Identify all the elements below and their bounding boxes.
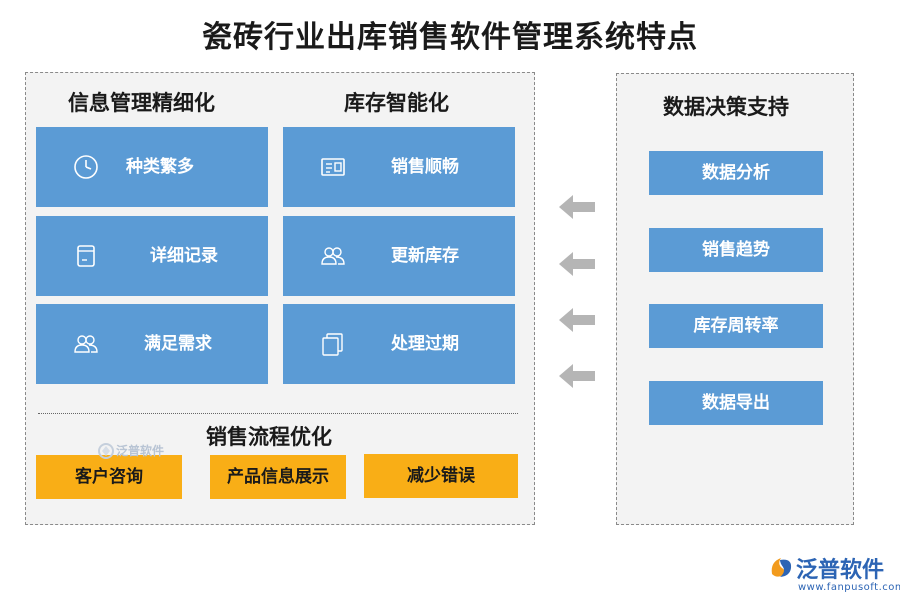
decision-inventory-turnover: 库存周转率 [649,304,823,348]
fanpu-logo-icon [98,442,114,459]
decision-data-export: 数据导出 [649,381,823,425]
flow-customer-inquiry: 客户咨询 [36,455,182,499]
left-features-panel: 信息管理精细化 库存智能化 种类繁多 详细记录 满足需求 销售顺畅 更新库存 [25,72,535,525]
arrow-left-icon [557,192,597,222]
tile-variety: 种类繁多 [36,127,268,207]
inventory-intelligence-heading: 库存智能化 [344,91,449,115]
flow-reduce-errors: 减少错误 [364,454,518,498]
watermark: 泛普软件 [98,442,164,462]
data-decision-heading: 数据决策支持 [663,95,789,119]
invoice-icon [319,153,347,181]
arrow-left-icon [557,249,597,279]
tile-detailed-records: 详细记录 [36,216,268,296]
arrow-left-icon [557,361,597,391]
tile-update-inventory: 更新库存 [283,216,515,296]
page-title: 瓷砖行业出库销售软件管理系统特点 [202,20,698,55]
brand-logo: 泛普软件 www.fanpusoft.com [768,552,900,597]
section-divider [38,413,518,414]
tile-handle-expired: 处理过期 [283,304,515,384]
tile-smooth-sales: 销售顺畅 [283,127,515,207]
info-management-heading: 信息管理精细化 [68,91,215,115]
brand-url: www.fanpusoft.com [798,582,900,593]
tile-update-inventory-label: 更新库存 [391,246,459,266]
document-icon [72,242,100,270]
data-decision-panel: 数据决策支持 [616,73,854,525]
decision-data-analysis: 数据分析 [649,151,823,195]
tile-smooth-sales-label: 销售顺畅 [391,157,459,177]
tile-variety-label: 种类繁多 [126,157,194,177]
files-icon [319,330,347,358]
tile-detailed-records-label: 详细记录 [150,246,218,266]
decision-sales-trend: 销售趋势 [649,228,823,272]
users-icon [72,330,100,358]
tile-meet-needs-label: 满足需求 [144,334,212,354]
arrow-left-icon [557,305,597,335]
tile-handle-expired-label: 处理过期 [391,334,459,354]
clock-icon [72,153,100,181]
tile-meet-needs: 满足需求 [36,304,268,384]
brand-name: 泛普软件 [796,558,885,583]
fanpu-logo-icon [768,554,794,580]
users-icon [319,242,347,270]
sales-flow-heading: 销售流程优化 [206,425,332,449]
flow-product-display: 产品信息展示 [210,455,346,499]
